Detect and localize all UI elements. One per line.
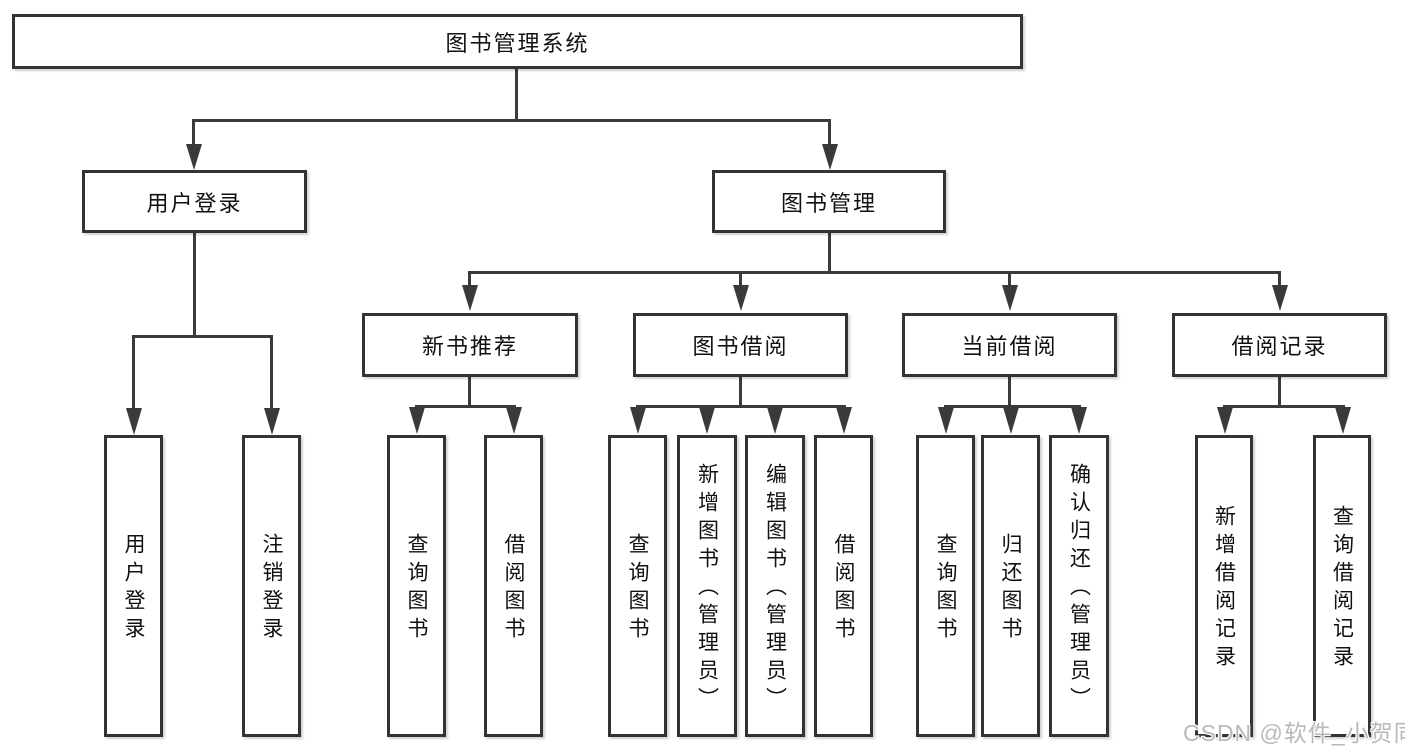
node-borrow-records-label: 借阅记录 (1231, 334, 1328, 359)
leaf-borrow-book-b: 借阅图书 (814, 435, 873, 737)
connector-user-login-stub (192, 119, 195, 146)
connector-borrow-stem (739, 377, 742, 405)
leaf-query-book-b: 查询图书 (608, 435, 667, 737)
leaf-borrow-book-a: 借阅图书 (484, 435, 543, 737)
node-current-borrow: 当前借阅 (902, 313, 1117, 377)
arrow-to-leaf-borrow-book-b (836, 407, 852, 434)
leaf-return-book: 归还图书 (981, 435, 1040, 737)
connector-current-stem (1008, 377, 1011, 405)
arrow-to-leaf-borrow-book-a (506, 407, 522, 434)
connector-book-mgmt-stub (828, 119, 831, 146)
arrow-to-leaf-query-book-c (938, 407, 954, 434)
arrow-to-borrow (733, 285, 749, 311)
arrow-to-current (1002, 285, 1018, 311)
connector-current-bus (944, 405, 1081, 408)
leaf-query-book-b-label: 查询图书 (626, 533, 649, 645)
node-current-borrow-label: 当前借阅 (961, 334, 1058, 359)
node-book-borrow-label: 图书借阅 (692, 334, 789, 359)
leaf-query-borrow-record-label: 查询借阅记录 (1330, 505, 1354, 673)
node-new-book-recommend: 新书推荐 (362, 313, 578, 377)
connector-current-stub (1008, 271, 1011, 287)
arrow-to-leaf-query-book-b (630, 407, 646, 434)
connector-newbook-stem (468, 377, 471, 405)
connector-borrow-bus (636, 405, 846, 408)
csdn-watermark: CSDN @软件_小贺同学 (1183, 720, 1405, 746)
leaf-return-book-label: 归还图书 (999, 533, 1022, 645)
node-book-mgmt-label: 图书管理 (780, 190, 877, 216)
leaf-borrow-book-a-label: 借阅图书 (502, 533, 525, 645)
arrow-to-leaf-return-book (1003, 407, 1019, 434)
arrow-to-leaf-query-record (1335, 407, 1351, 434)
node-book-mgmt: 图书管理 (712, 170, 946, 233)
arrow-to-book-mgmt (822, 144, 838, 170)
node-user-login: 用户登录 (82, 170, 307, 233)
connector-borrow-stub (739, 271, 742, 287)
arrow-to-leaf-login (126, 408, 142, 435)
node-root-label: 图书管理系统 (445, 30, 590, 56)
leaf-logout-label: 注销登录 (260, 533, 283, 645)
connector-records-stem (1278, 377, 1281, 405)
arrow-to-leaf-add-book (699, 407, 715, 434)
arrow-to-leaf-logout (264, 408, 280, 435)
leaf-query-borrow-record: 查询借阅记录 (1313, 435, 1371, 737)
leaf-add-borrow-record-label: 新增借阅记录 (1212, 505, 1236, 673)
leaf-query-book-c: 查询图书 (916, 435, 975, 737)
node-book-borrow: 图书借阅 (633, 313, 848, 377)
connector-root-bus (192, 119, 831, 122)
connector-book-mgmt-bus (468, 271, 1281, 274)
leaf-borrow-book-b-label: 借阅图书 (832, 533, 855, 645)
arrow-to-records (1272, 285, 1288, 311)
arrow-to-leaf-confirm-return (1071, 407, 1087, 434)
connector-records-stub (1278, 271, 1281, 287)
leaf-add-book-admin: 新增图书（管理员） (677, 435, 737, 737)
connector-leaf-logout-stub (270, 335, 273, 410)
arrow-to-newbook (462, 285, 478, 311)
connector-records-bus (1223, 405, 1345, 408)
connector-newbook-bus (415, 405, 516, 408)
connector-user-login-stem (193, 233, 196, 335)
connector-root-stem (515, 69, 518, 119)
node-borrow-records: 借阅记录 (1172, 313, 1387, 377)
leaf-user-login-label: 用户登录 (122, 533, 145, 645)
leaf-user-login: 用户登录 (104, 435, 163, 737)
leaf-add-borrow-record: 新增借阅记录 (1195, 435, 1253, 737)
leaf-query-book-a: 查询图书 (387, 435, 446, 737)
leaf-confirm-return-admin: 确认归还（管理员） (1049, 435, 1109, 737)
arrow-to-user-login (186, 144, 202, 170)
arrow-to-leaf-edit-book (767, 407, 783, 434)
leaf-add-book-admin-label: 新增图书（管理员） (695, 463, 719, 715)
leaf-edit-book-admin-label: 编辑图书（管理员） (763, 463, 787, 715)
connector-leaf-login-stub (132, 335, 135, 410)
node-root-system: 图书管理系统 (12, 14, 1023, 69)
leaf-logout: 注销登录 (242, 435, 301, 737)
connector-user-login-bus (132, 335, 273, 338)
leaf-query-book-c-label: 查询图书 (934, 533, 957, 645)
node-user-login-label: 用户登录 (146, 190, 243, 216)
arrow-to-leaf-query-book-a (409, 407, 425, 434)
arrow-to-leaf-add-record (1217, 407, 1233, 434)
node-new-book-recommend-label: 新书推荐 (421, 334, 518, 359)
leaf-confirm-return-admin-label: 确认归还（管理员） (1067, 463, 1091, 715)
connector-newbook-stub (468, 271, 471, 287)
leaf-query-book-a-label: 查询图书 (405, 533, 428, 645)
leaf-edit-book-admin: 编辑图书（管理员） (745, 435, 805, 737)
connector-book-mgmt-stem (828, 233, 831, 271)
